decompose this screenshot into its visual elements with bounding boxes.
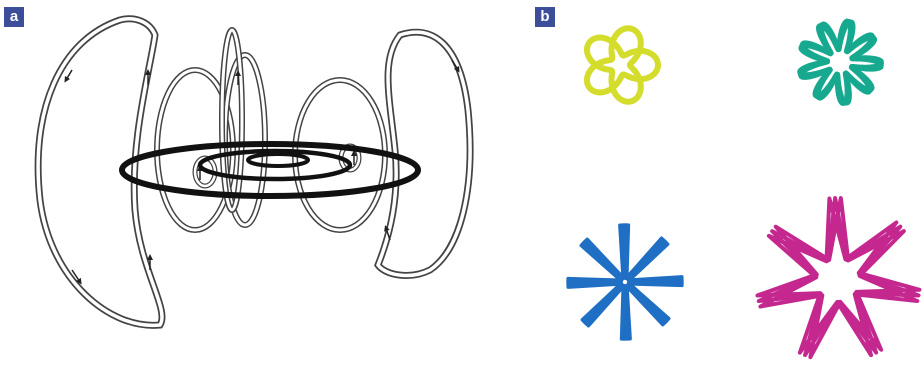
teal-rosette	[796, 17, 886, 108]
magenta-star	[757, 198, 919, 357]
star-stroke	[568, 225, 682, 339]
yellow-rosette	[587, 28, 658, 101]
star-stroke	[757, 198, 917, 355]
rosette-stroke	[587, 28, 658, 101]
blue-star	[568, 225, 682, 339]
